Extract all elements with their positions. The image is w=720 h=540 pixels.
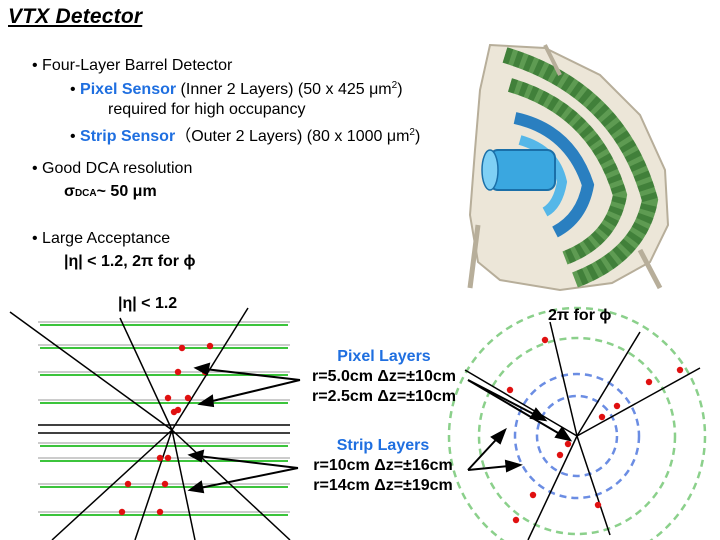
close-paren: ) (414, 128, 421, 145)
rz-track (171, 429, 196, 540)
rz-hit (174, 406, 182, 414)
rz-track (9, 311, 173, 431)
mu-symbol: μ (386, 128, 397, 145)
phi-hits (506, 336, 684, 524)
strip-layers-title: Strip Layers (336, 437, 430, 454)
bullet-strip-sensor: • Strip Sensor（Outer 2 Layers) (80 x 100… (70, 122, 420, 146)
rz-hit (156, 454, 164, 462)
bullet-pixel-sensor: • Pixel Sensor (Inner 2 Layers) (50 x 42… (70, 80, 403, 99)
phi-hit (512, 516, 520, 524)
phi-hit (613, 402, 621, 410)
phi-hit (564, 440, 572, 448)
page-title: VTX Detector (8, 5, 143, 28)
pixel-sensor-spec: (Inner 2 Layers) (50 x 425 (176, 81, 370, 98)
strip-layer-r2: r=14cm Δz=±19cm (313, 477, 453, 494)
phi-view (447, 306, 707, 540)
phi-ring (447, 306, 707, 540)
mu-symbol: μ (369, 81, 379, 98)
close-paren: ) (397, 81, 403, 98)
phi-hit (676, 366, 684, 374)
phi-track (576, 331, 641, 437)
dca-rest: ~ 50 (96, 183, 133, 200)
pixel-note: required for high occupancy (108, 101, 306, 118)
rz-tracks (9, 307, 291, 540)
rz-hit (164, 454, 172, 462)
rz-hit (124, 480, 132, 488)
phi-label: 2π for ϕ (548, 307, 612, 324)
phi-hit (594, 501, 602, 509)
superscript: 2 (409, 127, 415, 138)
phi-ring (477, 336, 677, 536)
unit: m (378, 81, 392, 98)
rz-hit (161, 480, 169, 488)
pixel-layer-r2: r=2.5cm Δz=±10cm (312, 388, 456, 405)
bullet-marker: • (70, 81, 81, 98)
rz-hits (118, 342, 214, 516)
rz-hit (170, 408, 178, 416)
rz-hit (178, 344, 186, 352)
strip-sensor-spec: （Outer 2 Layers) (80 x 1000 (175, 128, 387, 145)
pixel-sensor-label: Pixel Sensor (80, 81, 177, 98)
acceptance-value: |η| < 1.2, 2π for ϕ (64, 253, 196, 270)
phi-track (527, 435, 578, 540)
phi-ring (513, 372, 641, 500)
pixel-layers-label: Pixel Layers r=5.0cm Δz=±10cm r=2.5cm Δz… (300, 347, 468, 407)
phi-track (576, 367, 701, 437)
rz-hit (164, 394, 172, 402)
bullet-marker: • (70, 128, 81, 145)
phi-hit (529, 491, 537, 499)
bullet-dca: • Good DCA resolution (32, 160, 193, 177)
rz-track (134, 429, 173, 540)
rz-view (9, 307, 291, 540)
rz-hit (156, 508, 164, 516)
dca-value: σDCA~ 50 μm (64, 183, 157, 201)
rz-hit (174, 368, 182, 376)
rz-track (171, 307, 249, 431)
strip-layers-label: Strip Layers r=10cm Δz=±16cm r=14cm Δz=±… (298, 436, 468, 496)
dca-subscript: DCA (74, 188, 97, 199)
pixel-layers-title: Pixel Layers (337, 348, 431, 365)
sigma-symbol: σ (64, 183, 75, 200)
rz-hit (206, 342, 214, 350)
mu-symbol: μ (132, 183, 143, 200)
phi-hit (556, 451, 564, 459)
strip-layer-r1: r=10cm Δz=±16cm (313, 457, 453, 474)
rz-track (51, 429, 173, 540)
rz-layer-lines (38, 321, 290, 516)
phi-hit (645, 378, 653, 386)
phi-hit (541, 336, 549, 344)
rz-hit (118, 508, 126, 516)
phi-rings (447, 306, 707, 540)
detector-drawing (467, 43, 670, 292)
rz-hit (201, 368, 209, 376)
phi-track (549, 321, 578, 437)
bullet-acceptance: • Large Acceptance (32, 230, 171, 247)
phi-hit (506, 386, 514, 394)
phi-track (464, 369, 578, 437)
rz-track (119, 317, 173, 431)
phi-ring (535, 394, 619, 478)
rz-track (171, 429, 291, 540)
unit: m (142, 183, 157, 200)
unit: m (396, 128, 410, 145)
strip-sensor-label: Strip Sensor (80, 128, 176, 145)
pixel-layer-r1: r=5.0cm Δz=±10cm (312, 368, 456, 385)
phi-tracks (464, 321, 701, 540)
bullet-four-layer: • Four-Layer Barrel Detector (32, 57, 233, 74)
eta-label: |η| < 1.2 (118, 295, 178, 312)
phi-hit (598, 413, 606, 421)
rz-hit (184, 394, 192, 402)
phi-track (576, 435, 611, 536)
superscript: 2 (391, 80, 398, 91)
